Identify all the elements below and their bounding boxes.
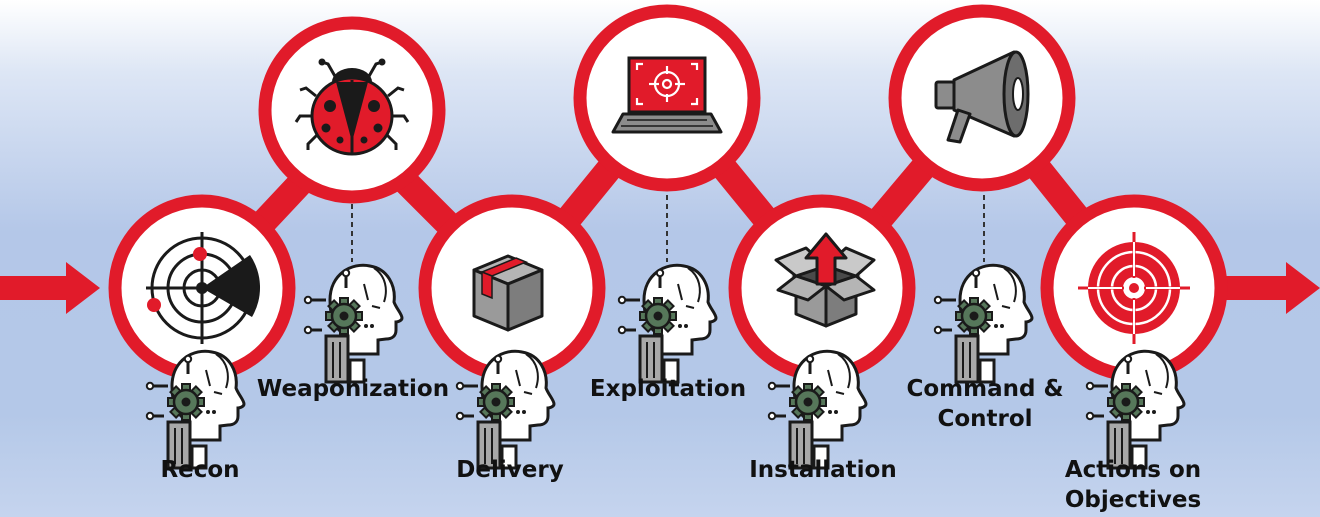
ai-head-gear-icon (617, 263, 718, 384)
label-exploitation: Exploitation (578, 374, 758, 404)
label-line: Recon (160, 457, 240, 483)
label-command-control: Command & Control (895, 374, 1075, 434)
label-line: Delivery (456, 457, 564, 483)
label-line: Actions on (1064, 457, 1202, 483)
label-line: Exploitation (589, 376, 747, 402)
ai-head-gear-icon (933, 263, 1034, 384)
open-box-arrow-icon (774, 232, 876, 328)
label-installation: Installation (738, 455, 908, 485)
label-recon: Recon (140, 455, 260, 485)
label-line: Objectives (1064, 487, 1202, 513)
label-line: Weaponization (256, 376, 450, 402)
arrow-out-icon (1210, 262, 1320, 314)
package-box-icon (472, 254, 544, 332)
label-actions-on-objectives: Actions on Objectives (1038, 455, 1228, 515)
arrow-in-icon (0, 262, 100, 314)
label-delivery: Delivery (440, 455, 580, 485)
megaphone-icon (934, 50, 1030, 144)
laptop-crosshair-icon (611, 56, 723, 134)
label-weaponization: Weaponization (248, 374, 458, 404)
label-line: Installation (749, 457, 897, 483)
label-line: Control (937, 406, 1033, 432)
ladybug-icon (294, 58, 410, 156)
radar-icon (146, 232, 261, 344)
label-line: Command & (906, 376, 1064, 402)
ai-head-gear-icon (303, 263, 404, 384)
target-icon (1078, 232, 1190, 344)
